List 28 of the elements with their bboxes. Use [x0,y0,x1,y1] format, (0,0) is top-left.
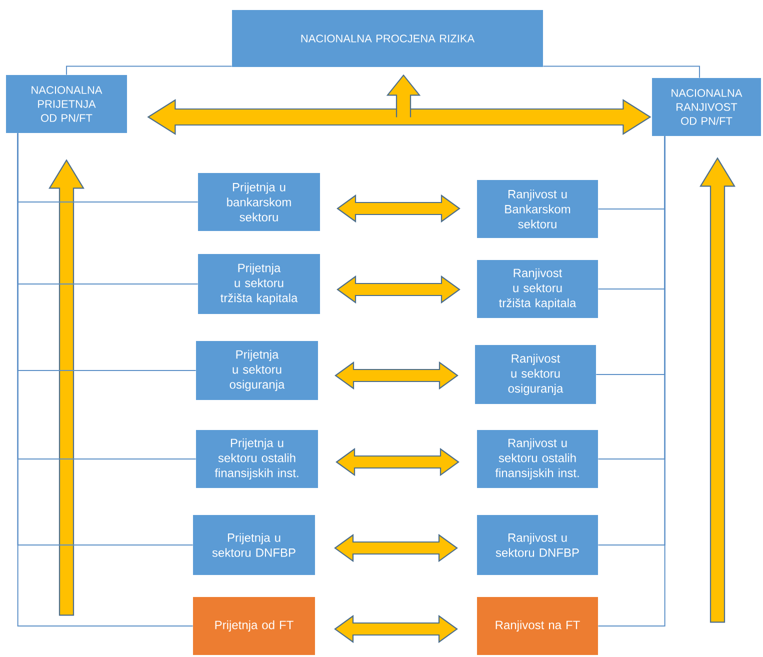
summary-box: NACIONALNA PRIJETNJA OD PN/FT [6,75,127,133]
up-arrow [700,157,736,623]
process-box: Ranjivost na FT [477,597,598,655]
double-arrow [334,614,458,644]
process-box: Prijetnja u sektoru tržišta kapitala [198,254,320,314]
process-box: Ranjivost u Bankarskom sektoru [477,180,598,238]
title-box: NACIONALNA PROCJENA RIZIKA [232,10,543,67]
connector-line [542,66,700,78]
up-arrow [386,74,421,118]
connector-line [17,132,194,626]
up-arrow [48,159,84,616]
process-box: Ranjivost u sektoru DNFBP [477,515,598,575]
process-box: Prijetnja u bankarskom sektoru [198,173,320,231]
process-box: Ranjivost u sektoru osiguranja [475,345,596,404]
double-arrow [334,361,458,390]
connector-line [598,136,666,626]
double-arrow [334,534,458,562]
process-box: Prijetnja od FT [193,597,315,655]
process-box: Prijetnja u sektoru osiguranja [196,341,318,400]
summary-box: NACIONALNA RANJIVOST OD PN/FT [652,78,761,136]
process-box: Ranjivost u sektoru ostalih finansijskih inst. [477,430,598,488]
double-arrow [336,275,460,304]
process-box: Prijetnja u sektoru ostalih finansijskih inst. [196,430,318,488]
process-box: Ranjivost u sektoru tržišta kapitala [477,260,598,318]
double-arrow [336,194,460,223]
process-box: Prijetnja u sektoru DNFBP [193,515,315,575]
connector-line [66,66,232,76]
double-arrow [336,448,460,476]
